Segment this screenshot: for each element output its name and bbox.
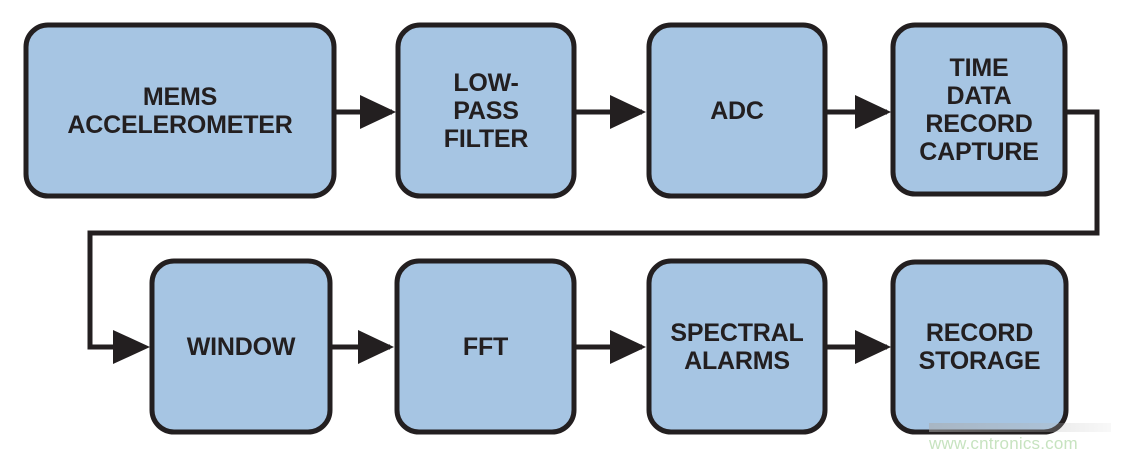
arrowhead-to-window <box>113 330 150 364</box>
arrowhead-lpf-to-adc <box>610 95 646 129</box>
arrowhead-alarms-to-storage <box>855 330 891 364</box>
arrowhead-mems-to-lpf <box>360 95 396 129</box>
block-spectral-alarms[interactable] <box>646 258 828 435</box>
block-low-pass-filter[interactable] <box>395 22 577 199</box>
arrowhead-layer <box>113 95 891 364</box>
block-time-data-record-capture[interactable] <box>890 22 1068 197</box>
block-fft[interactable] <box>394 258 577 435</box>
arrowhead-window-to-fft <box>358 330 394 364</box>
block-mems-accelerometer[interactable] <box>23 22 337 199</box>
block-record-storage[interactable] <box>890 259 1069 435</box>
block-adc[interactable] <box>646 22 828 199</box>
block-window[interactable] <box>149 258 333 435</box>
watermark-cntronics: www.cntronics.com <box>929 434 1078 453</box>
connector-capture-to-window <box>87 109 1100 350</box>
block-layer <box>23 22 1069 435</box>
arrowhead-adc-to-capture <box>855 95 891 129</box>
arrowhead-fft-to-alarms <box>610 330 646 364</box>
watermark-bar <box>929 423 1111 432</box>
